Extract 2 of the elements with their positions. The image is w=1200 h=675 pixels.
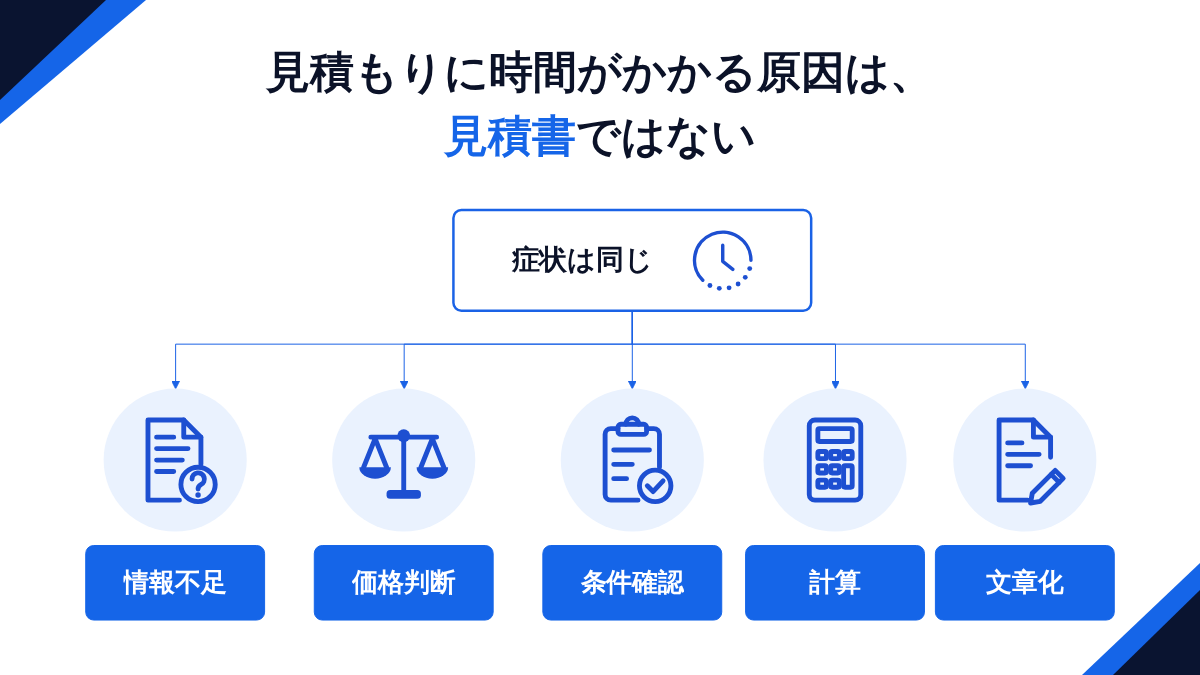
title: 見積もりに時間がかかる原因は、見積書ではない [265,45,935,163]
node-box: 症状は同じ [452,208,813,312]
